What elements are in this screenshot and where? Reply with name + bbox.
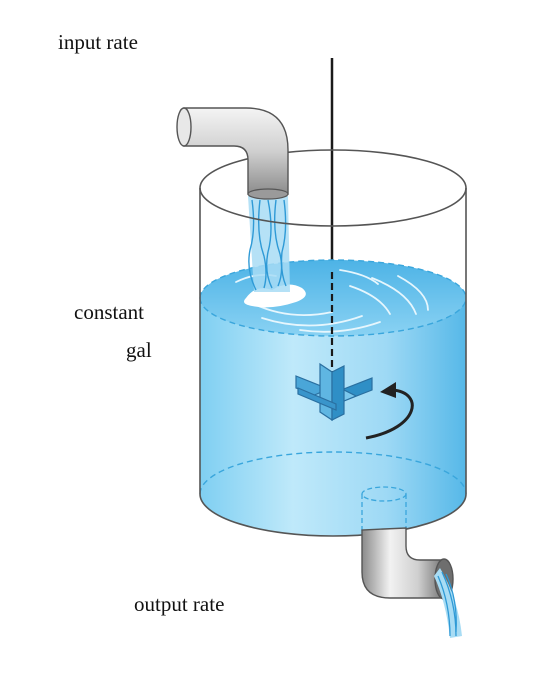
inlet-pipe — [176, 107, 289, 200]
inflow-stream — [248, 196, 290, 292]
impeller — [295, 362, 373, 422]
constant-label: constant — [74, 300, 144, 324]
outlet-inner-dashed — [361, 486, 407, 532]
outflow-stream — [434, 568, 462, 638]
gal-label: gal — [126, 338, 152, 362]
rotation-arrow — [365, 382, 414, 440]
tank-top-back-rim — [199, 149, 467, 189]
tank-top-front-rim — [199, 187, 467, 227]
output-rate-label: output rate — [134, 592, 225, 616]
tank-bottom — [199, 493, 467, 537]
input-rate-label: input rate — [58, 30, 138, 54]
